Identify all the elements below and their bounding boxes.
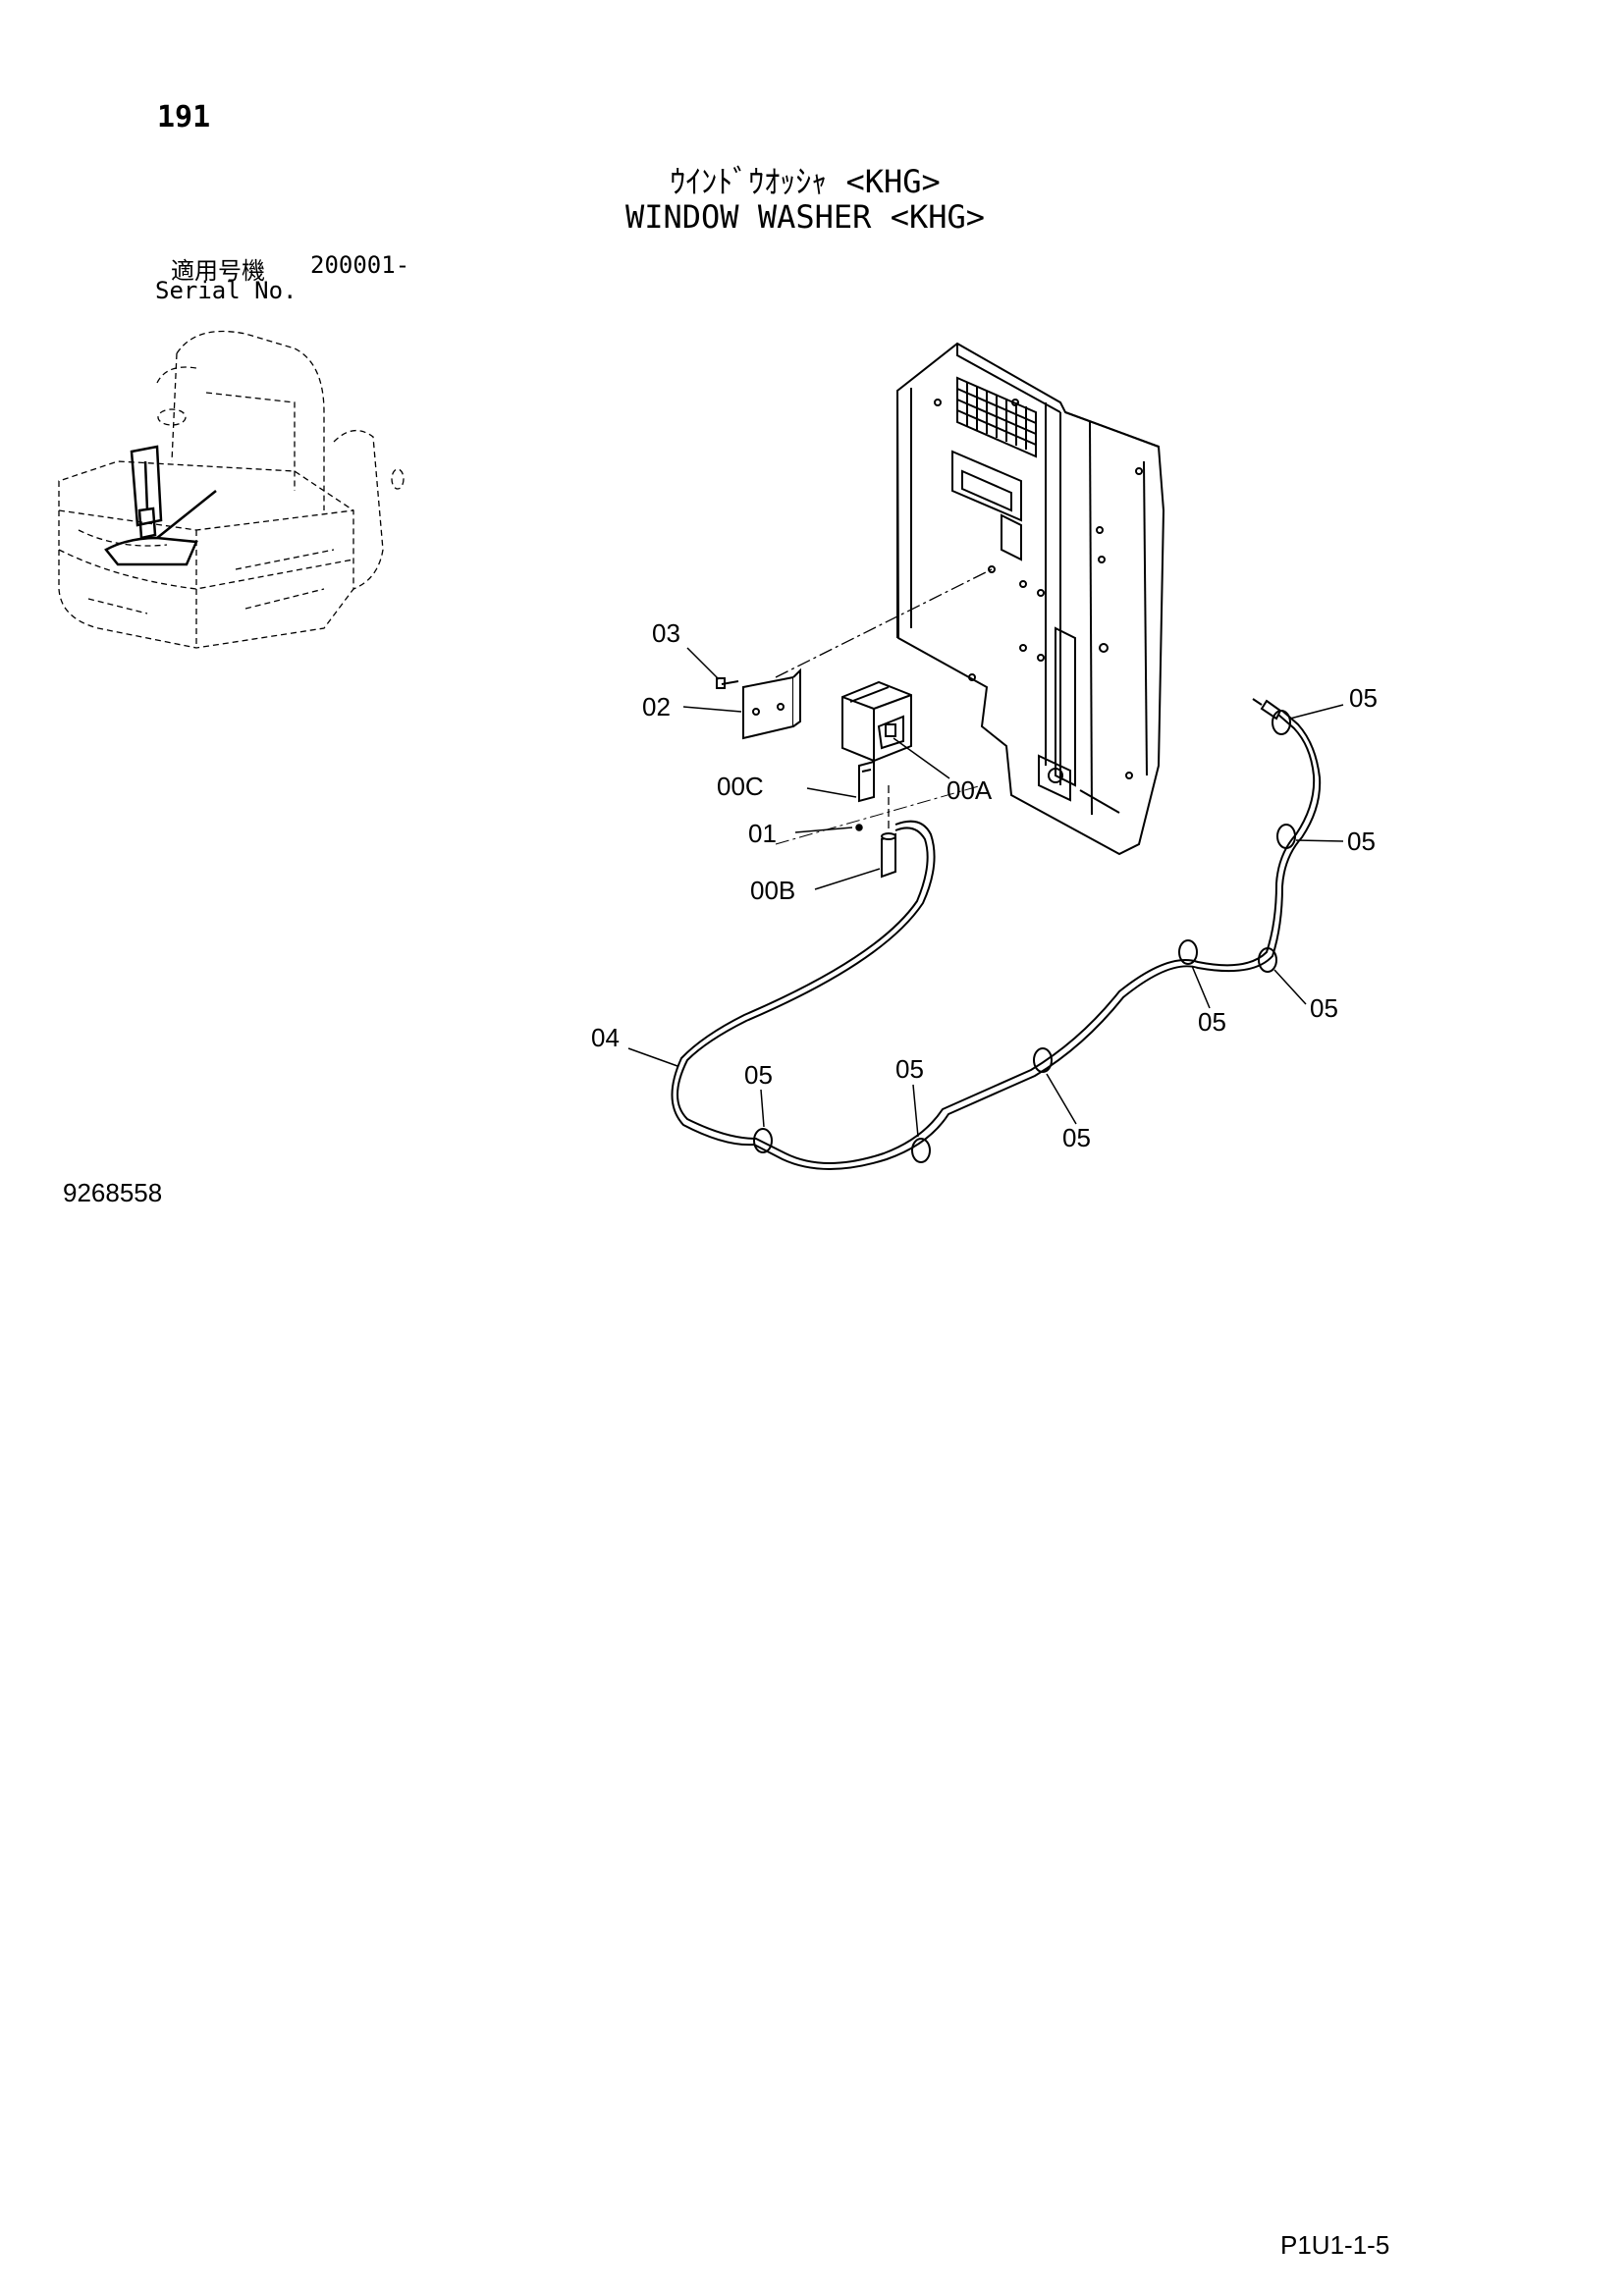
hose-holder xyxy=(858,760,875,803)
serial-label-english: Serial No. xyxy=(155,277,298,304)
callout-00c: 00C xyxy=(717,772,764,801)
cab-rear-panel xyxy=(895,342,1165,856)
drawing-number: 9268558 xyxy=(63,1178,163,1207)
callout-02: 02 xyxy=(642,692,671,721)
callout-05: 05 xyxy=(1198,1007,1226,1037)
clip xyxy=(855,824,863,831)
serial-value: 200001- xyxy=(310,251,410,279)
hose-clips xyxy=(753,710,1296,1163)
locator-highlight xyxy=(104,445,217,566)
callout-05: 05 xyxy=(1310,993,1338,1023)
page-code: P1U1-1-5 xyxy=(1280,2230,1390,2260)
machine-locator-thumbnail xyxy=(58,330,405,649)
callout-labels: 03 02 00C 01 00B 00A 04 05 05 05 05 05 0… xyxy=(591,618,1378,1152)
callout-00b: 00B xyxy=(750,876,795,905)
mounting-bracket xyxy=(742,667,801,740)
callout-03: 03 xyxy=(652,618,680,648)
assembly-line-2 xyxy=(775,784,983,845)
callout-05: 05 xyxy=(895,1054,924,1084)
bolt xyxy=(716,677,739,689)
callout-05: 05 xyxy=(1062,1123,1091,1152)
hose-connector xyxy=(881,832,896,879)
title-japanese: ｳｲﾝﾄﾞｳｵｯｼｬ <KHG> xyxy=(670,163,941,200)
callout-05: 05 xyxy=(1349,683,1378,713)
assembly-line xyxy=(775,568,993,678)
title-english: WINDOW WASHER <KHG> xyxy=(624,198,986,236)
page-number: 191 xyxy=(157,100,211,134)
callout-05: 05 xyxy=(744,1060,773,1090)
serial-label-japanese: 適用号機 xyxy=(171,257,265,285)
callout-05: 05 xyxy=(1347,827,1376,856)
callout-00a: 00A xyxy=(947,775,993,805)
callout-leaders xyxy=(627,647,1344,1138)
washer-tank xyxy=(841,680,912,763)
callout-04: 04 xyxy=(591,1023,620,1052)
washer-hose xyxy=(671,698,1322,1170)
callout-01: 01 xyxy=(748,819,777,848)
